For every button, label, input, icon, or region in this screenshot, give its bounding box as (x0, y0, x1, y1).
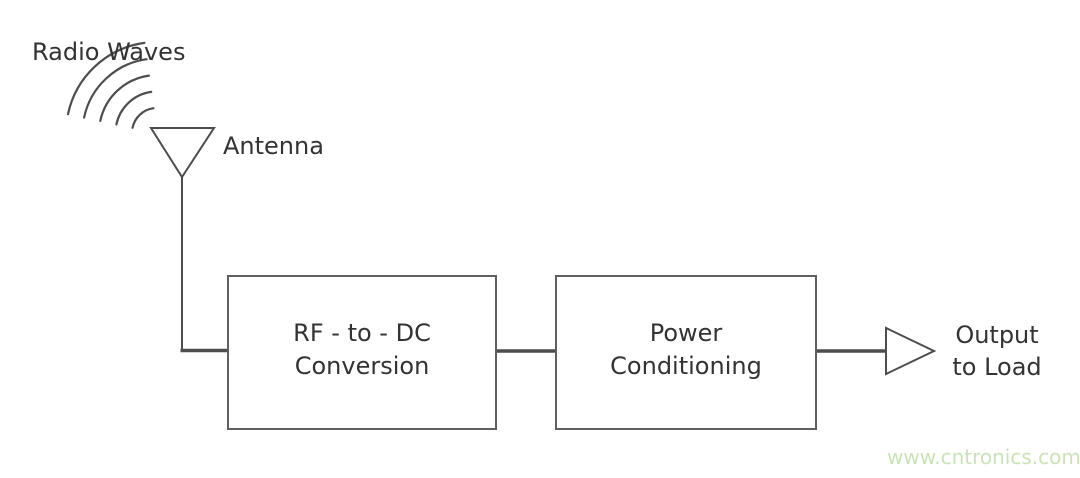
block-rf-label-line1: RF - to - DC (293, 318, 431, 347)
watermark-text: www.cntronics.com (887, 445, 1080, 469)
arrow-right-icon (885, 326, 937, 376)
output-label-line2: to Load (952, 353, 1042, 381)
block-rf-to-dc-conversion: RF - to - DC Conversion (227, 275, 497, 430)
output-label-line1: Output (955, 321, 1039, 349)
radio-waves-label: Radio Waves (32, 38, 186, 66)
block-power-conditioning: Power Conditioning (555, 275, 817, 430)
antenna-label: Antenna (223, 132, 324, 160)
radio-waves-icon (66, 41, 155, 129)
block-power-label-line1: Power (649, 318, 723, 347)
block-power-label-line2: Conditioning (610, 351, 762, 380)
block-rf-label-line2: Conversion (294, 351, 430, 380)
antenna-icon (149, 127, 216, 179)
output-to-load-label: Output to Load (936, 319, 1058, 383)
